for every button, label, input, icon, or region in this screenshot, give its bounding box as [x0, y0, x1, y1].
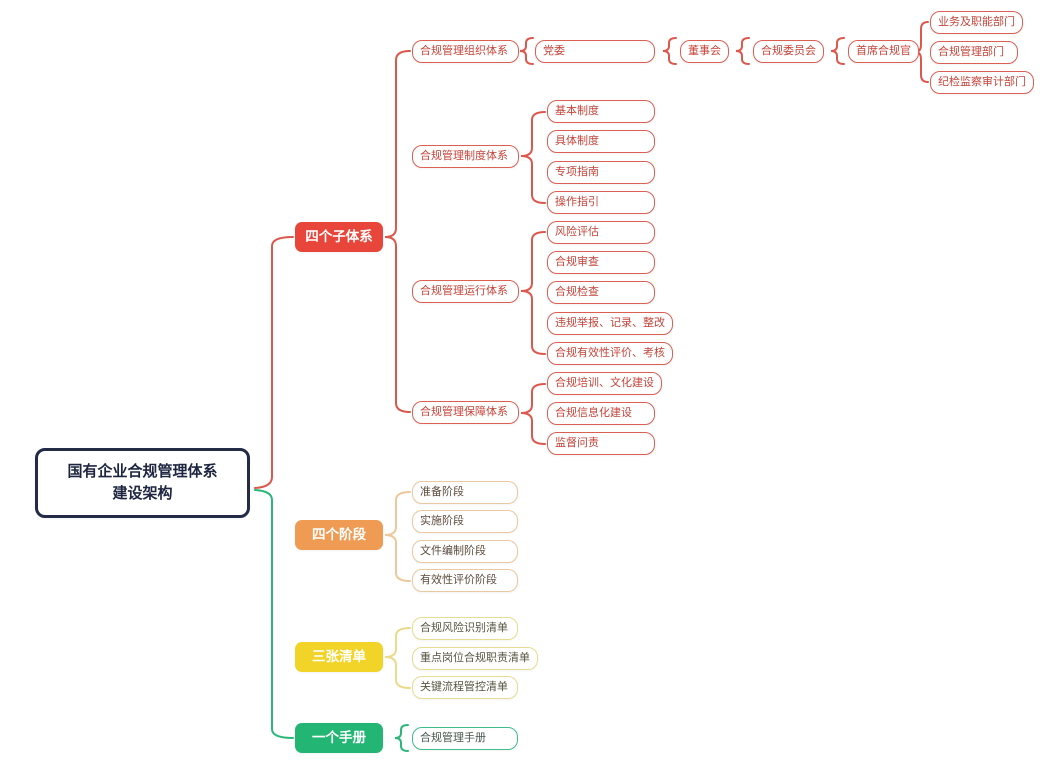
- branch-lists: 三张清单: [295, 642, 383, 672]
- node-operation-system: 合规管理运行体系: [412, 280, 519, 303]
- leaf-node: 专项指南: [547, 161, 655, 184]
- root-title-line1: 国有企业合规管理体系: [67, 463, 218, 480]
- leaf-node: 合规有效性评价、考核: [547, 342, 673, 365]
- node-compliance-committee: 合规委员会: [753, 40, 824, 63]
- leaf-node: 重点岗位合规职责清单: [412, 647, 538, 670]
- leaf-node: 纪检监察审计部门: [930, 71, 1034, 94]
- leaf-node: 合规审查: [547, 251, 655, 274]
- root-node: 国有企业合规管理体系 建设架构: [35, 448, 250, 518]
- leaf-node: 风险评估: [547, 221, 655, 244]
- leaf-node: 实施阶段: [412, 510, 518, 533]
- node-party-committee: 党委: [535, 40, 655, 63]
- leaf-node: 监督问责: [547, 432, 655, 455]
- leaf-node: 合规检查: [547, 281, 655, 304]
- leaf-node: 合规管理手册: [412, 727, 518, 750]
- leaf-node: 合规管理部门: [930, 41, 1018, 64]
- leaf-node: 合规信息化建设: [547, 402, 655, 425]
- leaf-node: 关键流程管控清单: [412, 676, 518, 699]
- leaf-node: 操作指引: [547, 191, 655, 214]
- leaf-node: 有效性评价阶段: [412, 569, 518, 592]
- leaf-node: 合规风险识别清单: [412, 617, 518, 640]
- root-title-line2: 建设架构: [112, 485, 173, 502]
- node-board-of-directors: 董事会: [680, 40, 729, 63]
- leaf-node: 合规培训、文化建设: [547, 372, 662, 395]
- leaf-node: 文件编制阶段: [412, 540, 518, 563]
- leaf-node: 基本制度: [547, 100, 655, 123]
- node-safeguard-system: 合规管理保障体系: [412, 401, 519, 424]
- branch-manual: 一个手册: [295, 723, 383, 753]
- node-chief-compliance-officer: 首席合规官: [848, 40, 919, 63]
- leaf-node: 准备阶段: [412, 481, 518, 504]
- branch-subsystems: 四个子体系: [295, 222, 383, 252]
- branch-stages: 四个阶段: [295, 520, 383, 550]
- node-institution-system: 合规管理制度体系: [412, 145, 519, 168]
- leaf-node: 业务及职能部门: [930, 11, 1023, 34]
- leaf-node: 具体制度: [547, 130, 655, 153]
- leaf-node: 违规举报、记录、整改: [547, 312, 673, 335]
- node-org-system: 合规管理组织体系: [412, 40, 519, 63]
